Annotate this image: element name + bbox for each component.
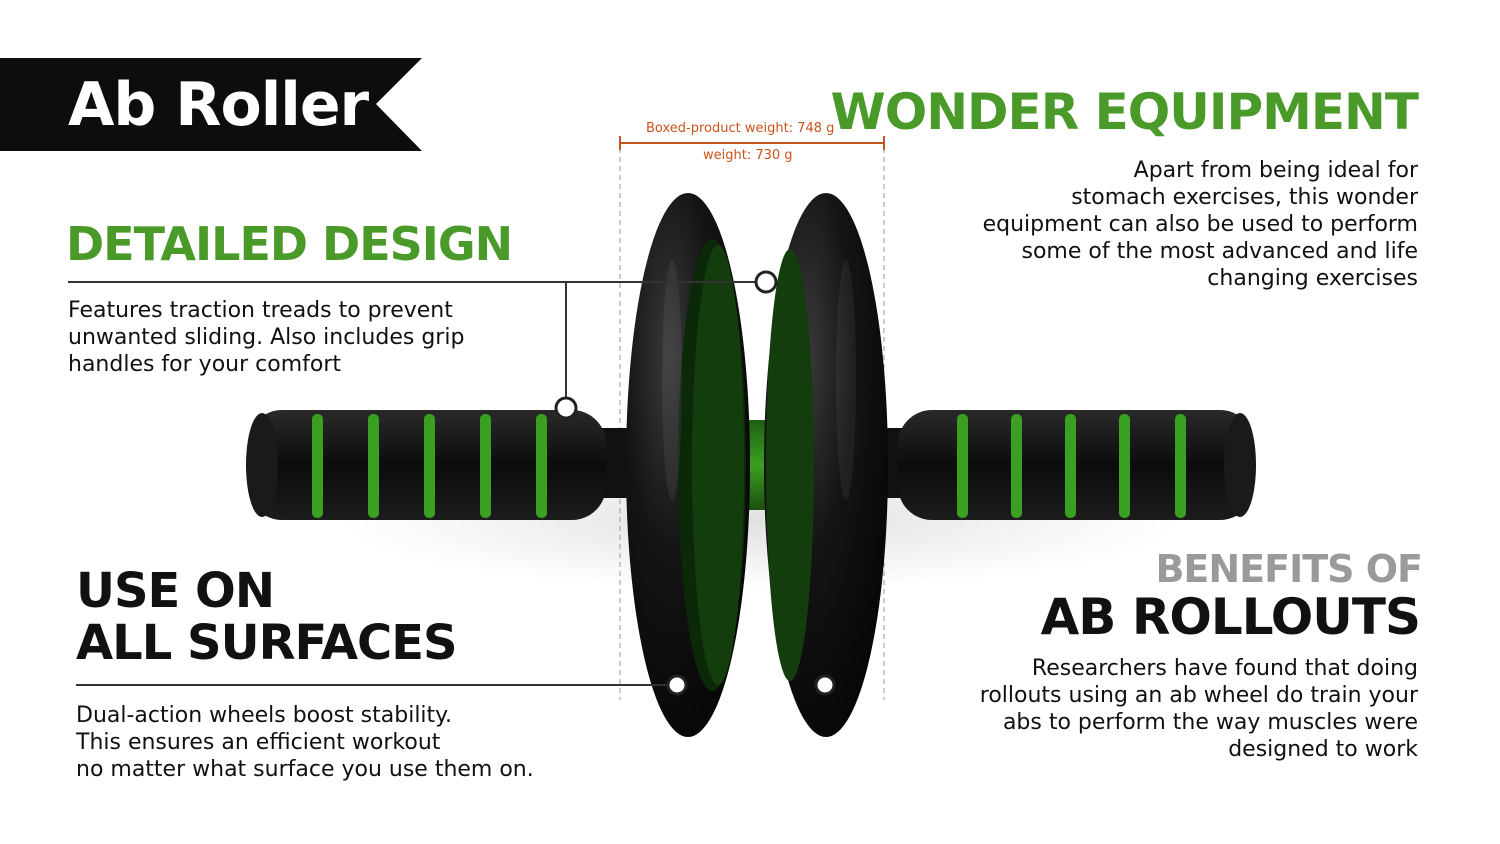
use-on-surfaces-line: This ensures an efficient workout xyxy=(76,730,441,755)
benefits-line: Researchers have found that doing xyxy=(1031,656,1418,681)
use-on-surfaces-heading-line2: ALL SURFACES xyxy=(76,615,458,671)
wonder-equipment-line: stomach exercises, this wonder xyxy=(1071,185,1418,210)
wonder-equipment-line: some of the most advanced and life xyxy=(1021,239,1418,264)
right-handle xyxy=(898,410,1256,520)
benefits-line: rollouts using an ab wheel do train your xyxy=(979,683,1418,708)
boxed-weight-label: Boxed-product weight: 748 g xyxy=(646,121,835,136)
use-on-surfaces-line: Dual-action wheels boost stability. xyxy=(76,703,453,728)
detailed-design-line: handles for your comfort xyxy=(68,352,342,377)
detailed-design-line: unwanted sliding. Also includes grip xyxy=(68,325,465,350)
callout-lines xyxy=(68,281,756,686)
wonder-equipment-heading: WONDER EQUIPMENT xyxy=(830,83,1419,141)
detailed-design-text: Features traction treads to prevent unwa… xyxy=(68,297,464,378)
wonder-equipment-text: Apart from being ideal for stomach exerc… xyxy=(983,157,1418,292)
callout-dots xyxy=(554,270,836,696)
right-wheel xyxy=(764,193,888,737)
benefits-line: abs to perform the way muscles were xyxy=(1002,710,1418,735)
dimension-guides xyxy=(619,148,885,700)
weight-label: weight: 730 g xyxy=(703,148,793,163)
benefits-text: Researchers have found that doing rollou… xyxy=(980,655,1418,763)
left-wheel xyxy=(626,193,750,737)
wonder-equipment-line: equipment can also be used to perform xyxy=(982,212,1418,237)
wonder-equipment-line: changing exercises xyxy=(1207,266,1418,291)
wonder-equipment-line: Apart from being ideal for xyxy=(1133,158,1418,183)
use-on-surfaces-heading-line1: USE ON xyxy=(76,563,275,619)
benefits-heading-gray: BENEFITS OF xyxy=(1155,547,1423,591)
dimension-bar xyxy=(619,136,885,150)
left-handle xyxy=(246,410,606,520)
title-banner xyxy=(0,58,422,151)
use-on-surfaces-text: Dual-action wheels boost stability. This… xyxy=(76,702,534,783)
page-title: Ab Roller xyxy=(68,70,369,140)
use-on-surfaces-line: no matter what surface you use them on. xyxy=(76,757,534,782)
benefits-line: designed to work xyxy=(1228,737,1418,762)
detailed-design-line: Features traction treads to prevent xyxy=(68,298,453,323)
benefits-heading-black: AB ROLLOUTS xyxy=(1040,588,1421,646)
detailed-design-heading: DETAILED DESIGN xyxy=(66,217,513,271)
